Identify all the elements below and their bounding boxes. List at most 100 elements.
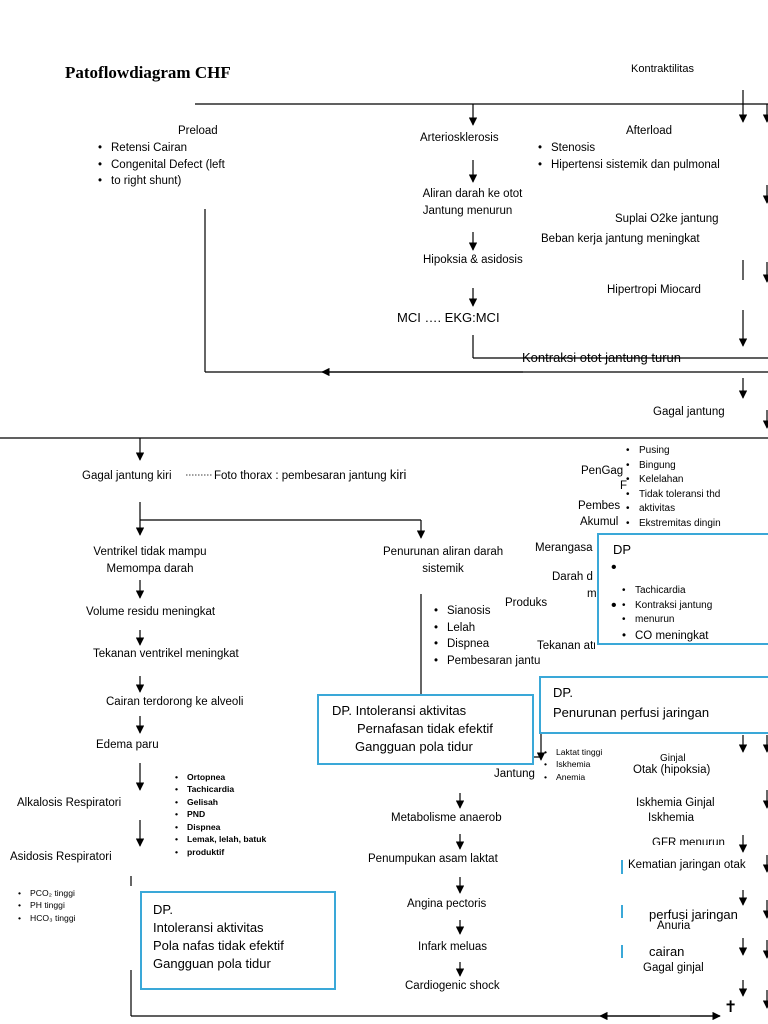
node-volume-residu: Volume residu meningkat (86, 606, 216, 618)
dp-bullet: • (611, 559, 617, 576)
diagram-title: Patoflowdiagram CHF (65, 63, 231, 82)
list-item: to right shunt) (98, 173, 225, 190)
dp-box-middle: DP. Intoleransi aktivitas Pernafasan tid… (317, 694, 534, 765)
node-darah: Darah d (552, 571, 593, 583)
foto-text: Foto thorax : pembesaran jantung (214, 470, 387, 482)
list-item: CO meningkat (622, 628, 709, 645)
node-otak: Otak (hipoksia) (633, 764, 711, 776)
node-cairan-right: cairan (649, 944, 685, 959)
node-foto-thorax: Foto thorax : pembesaran jantung kiri (214, 466, 406, 485)
dp-text: Gangguan pola tidur (355, 739, 473, 754)
node-asidosis: Asidosis Respiratori (10, 851, 112, 863)
list-item: Dispnea (175, 821, 266, 834)
list-item: Pusing (626, 444, 721, 459)
node-hipertropi: Hipertropi Miocard (607, 284, 701, 296)
node-angina: Angina pectoris (407, 898, 487, 910)
list-item: Lelah (434, 620, 540, 637)
list-item: Stenosis (538, 140, 720, 157)
node-hipoksia: Hipoksia & asidosis (423, 254, 523, 266)
node-produks: Produks (505, 597, 548, 609)
co-list: CO meningkat (622, 628, 709, 645)
list-item: Kelelahan (626, 473, 721, 488)
node-beban: Beban kerja jantung meningkat (541, 233, 700, 245)
list-item: PCO₂ tinggi (18, 887, 76, 900)
node-suplai: Suplai O2ke jantung (615, 213, 719, 225)
list-item: Anemia (544, 771, 604, 783)
node-ventrikel: Ventrikel tidak mampu Memompa darah (70, 544, 230, 577)
node-kontraksi-turun: Kontraksi otot jantung turun (522, 350, 681, 365)
list-item: produktif (175, 846, 266, 859)
dp-text: Gangguan pola tidur (153, 956, 271, 971)
ventrikel-line-1: Ventrikel tidak mampu (93, 546, 207, 558)
node-aliran-darah: Aliran darah ke otot Jantung menurun (405, 186, 540, 219)
node-iskhemia-ginjal: Iskhemia Ginjal (636, 797, 715, 809)
list-item: Laktat tinggi (544, 746, 604, 759)
node-mci: MCI …. EKG:MCI (397, 310, 500, 325)
dp-text: Penurunan perfusi jaringan (553, 705, 710, 720)
node-metabolisme: Metabolisme anaerob (391, 812, 502, 824)
dp-box-perfusi: DP. Penurunan perfusi jaringan (539, 676, 768, 734)
laktat-list: Laktat tinggi Iskhemia Anemia (544, 746, 604, 783)
list-item: HCO₃ tinggi (18, 912, 76, 925)
lab-list: PCO₂ tinggi PH tinggi HCO₃ tinggi (18, 887, 76, 925)
list-item: Tachicardia (622, 584, 712, 599)
node-gagal-jantung: Gagal jantung (653, 406, 725, 418)
gejala-jantung-list: Tachicardia Kontraksi jantung menurun (622, 584, 712, 628)
node-iskhemia: Iskhemia (648, 812, 695, 824)
dp-bullet: • (611, 597, 617, 614)
list-item: Dispnea (434, 636, 540, 653)
node-tekanan-ventrikel: Tekanan ventrikel meningkat (93, 648, 239, 660)
list-item: aktivitas (626, 502, 721, 517)
list-item: Retensi Cairan (98, 140, 225, 157)
list-item: Hipertensi sistemik dan pulmonal (538, 157, 720, 174)
list-item: Kontraksi jantung (622, 599, 712, 614)
node-akumul: Akumul (580, 516, 619, 528)
node-kontraktilitas: Kontraktilitas (631, 63, 694, 75)
node-gfr: GFR menurun (652, 837, 725, 845)
penurunan-line-2: sistemik (422, 562, 464, 575)
dp-label: DP. (153, 902, 173, 917)
node-pembes: Pembes (578, 500, 621, 512)
list-item: Gelisah (175, 796, 266, 809)
node-penurunan-aliran: Penurunan aliran darah sistemik (380, 544, 506, 577)
node-cardiogenic: Cardiogenic shock (405, 980, 500, 992)
aliran-line-1: Aliran darah ke otot (422, 188, 523, 200)
list-item: Tidak toleransi thd (626, 488, 721, 503)
dp-text: Pernafasan tidak efektif (357, 721, 493, 736)
dp-text: Pola nafas tidak efektif (153, 938, 284, 953)
node-tekanan-atrium: Tekanan atrium (537, 640, 595, 652)
list-item: Tachicardia (175, 783, 266, 796)
node-alkalosis: Alkalosis Respiratori (17, 797, 122, 809)
cross-icon: ✝ (724, 999, 738, 1016)
aliran-line-2: Jantung menurun (422, 204, 513, 217)
node-jantung: Jantung (494, 768, 535, 780)
dp-box-bottom: DP. Intoleransi aktivitas Pola nafas tid… (140, 891, 336, 990)
dp-label: DP. (553, 685, 573, 700)
ventrikel-line-2: Memompa darah (106, 562, 194, 575)
node-preload: Preload (178, 125, 218, 137)
node-ginjal: Ginjal (660, 753, 686, 764)
list-item: PND (175, 808, 266, 821)
node-kematian: Kematian jaringan otak (628, 859, 746, 871)
gejala-sistemik-list: Sianosis Lelah Dispnea Pembesaran jantun… (434, 603, 540, 670)
list-item: Sianosis (434, 603, 540, 620)
penurunan-line-1: Penurunan aliran darah (383, 546, 504, 558)
node-darah-2: m (587, 588, 597, 600)
node-merangsa: Merangasa (535, 542, 593, 554)
node-pengagalan: PenGag (581, 465, 624, 477)
list-item: Bingung (626, 459, 721, 474)
node-infark: Infark meluas (418, 941, 488, 953)
node-cairan-alveoli: Cairan terdorong ke alveoli (106, 696, 244, 708)
list-item: Pembesaran jantung (434, 653, 540, 670)
node-pengagalan-2: F (620, 480, 628, 492)
list-item: Congenital Defect (left (98, 157, 225, 174)
list-item: menurun (622, 613, 712, 628)
node-perfusi: perfusi jaringan (649, 907, 738, 922)
dp-text: DP. Intoleransi aktivitas (332, 703, 467, 718)
list-item: Iskhemia (544, 758, 604, 771)
node-arteriosklerosis: Arteriosklerosis (420, 132, 499, 144)
foto-kiri: kiri (389, 467, 407, 482)
list-item: Ortopnea (175, 771, 266, 784)
afterload-list: Stenosis Hipertensi sistemik dan pulmona… (538, 140, 720, 173)
list-item: Lemak, lelah, batuk (175, 833, 266, 846)
